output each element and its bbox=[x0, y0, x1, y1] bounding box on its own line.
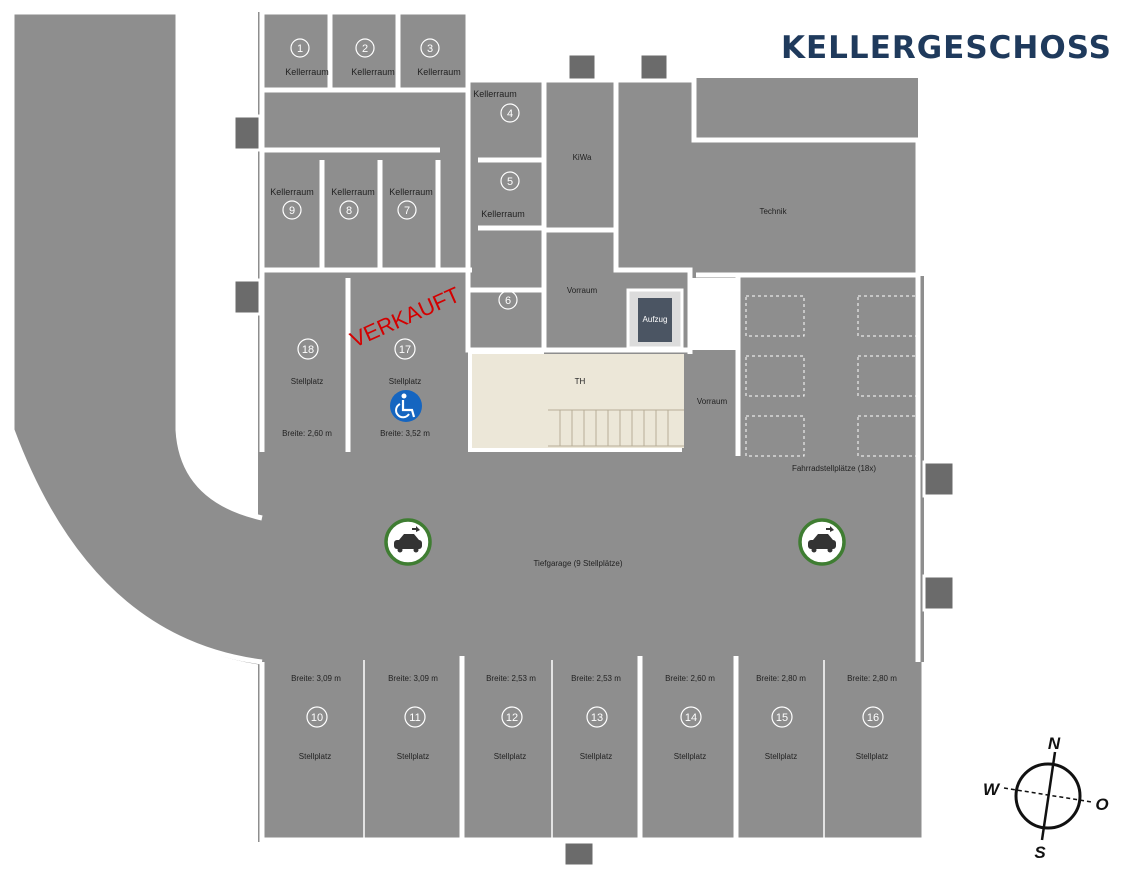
parking-number: 15 bbox=[776, 712, 788, 724]
compass-icon: N S W O bbox=[983, 734, 1109, 862]
storage-room-labels: 1 Kellerraum 2 Kellerraum 3 Kellerraum K… bbox=[270, 43, 525, 307]
lower-parking-floor bbox=[258, 656, 924, 842]
parking-width: Breite: 2,60 m bbox=[665, 674, 715, 683]
parking-width: Breite: 2,60 m bbox=[282, 429, 332, 438]
storage-room-number: 2 bbox=[362, 43, 368, 55]
parking-number: 16 bbox=[867, 712, 879, 724]
technik-label: Technik bbox=[759, 207, 787, 216]
vorraum-label: Vorraum bbox=[697, 397, 728, 406]
parking-width: Breite: 2,53 m bbox=[571, 674, 621, 683]
storage-room-number: 5 bbox=[507, 176, 513, 188]
parking-label: Stellplatz bbox=[765, 752, 797, 761]
storage-room-number: 6 bbox=[505, 295, 511, 307]
parking-label: Stellplatz bbox=[674, 752, 706, 761]
storage-room-label: Kellerraum bbox=[331, 187, 375, 197]
light-shafts bbox=[232, 52, 956, 868]
upper-parking-labels: 18 Stellplatz Breite: 2,60 m 17 Stellpla… bbox=[282, 344, 430, 438]
storage-room-label: Kellerraum bbox=[417, 67, 461, 77]
bike-area-label: Fahrradstellplätze (18x) bbox=[792, 464, 876, 473]
ramp bbox=[12, 12, 262, 665]
storage-room-label: Kellerraum bbox=[351, 67, 395, 77]
storage-room-label: Kellerraum bbox=[285, 67, 329, 77]
parking-label: Stellplatz bbox=[580, 752, 612, 761]
storage-room-number: 8 bbox=[346, 205, 352, 217]
storage-room-number: 9 bbox=[289, 205, 295, 217]
page-title: KELLERGESCHOSS bbox=[780, 30, 1112, 66]
compass-south: S bbox=[1034, 843, 1046, 862]
storage-room-number: 4 bbox=[507, 108, 513, 120]
storage-room-number: 7 bbox=[404, 205, 410, 217]
parking-number: 17 bbox=[399, 344, 411, 356]
th-label: TH bbox=[575, 377, 586, 386]
parking-number: 12 bbox=[506, 712, 518, 724]
stairwell bbox=[472, 354, 684, 448]
parking-number: 18 bbox=[302, 344, 314, 356]
walls bbox=[9, 9, 927, 843]
bike-markers bbox=[745, 295, 917, 457]
storage-room-label: Kellerraum bbox=[481, 209, 525, 219]
parking-number: 13 bbox=[591, 712, 603, 724]
room-labels: KiWa Technik Vorraum Aufzug TH Vorraum F… bbox=[533, 153, 876, 568]
vorraum-label: Vorraum bbox=[567, 286, 598, 295]
parking-label: Stellplatz bbox=[389, 377, 421, 386]
elevator bbox=[626, 288, 684, 350]
storage-room-number: 3 bbox=[427, 43, 433, 55]
parking-number: 11 bbox=[409, 712, 420, 724]
parking-label: Stellplatz bbox=[397, 752, 429, 761]
aufzug-label: Aufzug bbox=[643, 315, 668, 324]
compass-north: N bbox=[1048, 734, 1061, 753]
middle-block-floor bbox=[462, 78, 550, 352]
compass-east: O bbox=[1095, 795, 1108, 814]
bike-floor bbox=[738, 276, 924, 456]
storage-room-label: Kellerraum bbox=[473, 89, 517, 99]
storage-room-label: Kellerraum bbox=[270, 187, 314, 197]
parking-dividers bbox=[363, 660, 825, 840]
parking-width: Breite: 2,80 m bbox=[847, 674, 897, 683]
storage-room-label: Kellerraum bbox=[389, 187, 433, 197]
wheelchair-icon bbox=[390, 390, 422, 422]
parking-label: Stellplatz bbox=[299, 752, 331, 761]
parking-width: Breite: 2,53 m bbox=[486, 674, 536, 683]
vorraum-2-floor bbox=[682, 350, 742, 456]
number-circles bbox=[282, 38, 884, 728]
garage-label: Tiefgarage (9 Stellplätze) bbox=[533, 559, 622, 568]
ev-charging-icon bbox=[798, 518, 846, 566]
parking-width: Breite: 3,09 m bbox=[291, 674, 341, 683]
parking-width: Breite: 3,09 m bbox=[388, 674, 438, 683]
lower-parking-labels: Breite: 3,09 m 10 Stellplatz Breite: 3,0… bbox=[291, 674, 897, 761]
kiwa-label: KiWa bbox=[573, 153, 592, 162]
compass-west: W bbox=[983, 780, 1001, 799]
parking-label: Stellplatz bbox=[856, 752, 888, 761]
parking-label: Stellplatz bbox=[494, 752, 526, 761]
parking-label: Stellplatz bbox=[291, 377, 323, 386]
technik-floor bbox=[616, 78, 918, 278]
storage-room-number: 1 bbox=[297, 43, 303, 55]
upper-parking-floor bbox=[258, 276, 468, 458]
parking-number: 14 bbox=[685, 712, 697, 724]
ev-charging-icon bbox=[384, 518, 432, 566]
parking-number: 10 bbox=[311, 712, 323, 724]
parking-width: Breite: 2,80 m bbox=[756, 674, 806, 683]
parking-width: Breite: 3,52 m bbox=[380, 429, 430, 438]
